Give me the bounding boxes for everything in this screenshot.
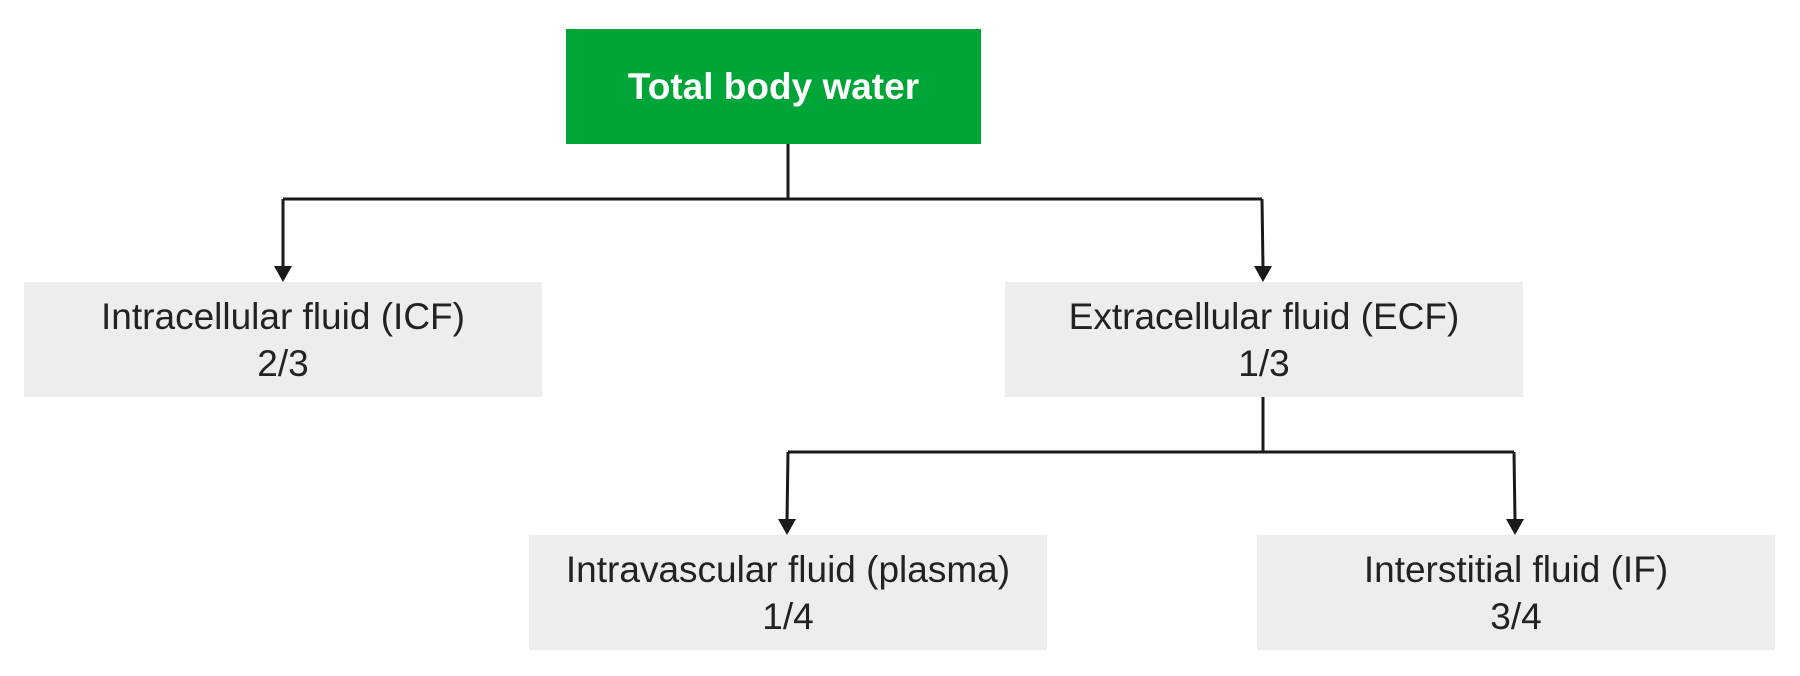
node-intracellular-fluid-fraction: 2/3 [257, 342, 309, 384]
arrowhead-ecf [1254, 266, 1272, 282]
node-extracellular-fluid: Extracellular fluid (ECF) 1/3 [1005, 282, 1523, 397]
arrowhead-icf [274, 266, 292, 282]
node-intravascular-fluid: Intravascular fluid (plasma) 1/4 [529, 535, 1047, 650]
node-intravascular-fluid-fraction: 1/4 [762, 595, 814, 637]
node-intracellular-fluid-label: Intracellular fluid (ICF) [101, 295, 465, 337]
node-intravascular-fluid-label: Intravascular fluid (plasma) [565, 548, 1011, 590]
node-intracellular-fluid: Intracellular fluid (ICF) 2/3 [24, 282, 542, 397]
connector-to-if [1512, 451, 1517, 522]
node-interstitial-fluid: Interstitial fluid (IF) 3/4 [1257, 535, 1775, 650]
connector-to-plasma [785, 451, 790, 522]
arrowhead-plasma [778, 519, 796, 535]
node-extracellular-fluid-fraction: 1/3 [1238, 342, 1290, 384]
arrowhead-if [1506, 519, 1524, 535]
node-interstitial-fluid-fraction: 3/4 [1490, 595, 1542, 637]
node-total-body-water-label: Total body water [627, 65, 920, 107]
node-interstitial-fluid-label: Interstitial fluid (IF) [1363, 548, 1669, 590]
connector-to-ecf [1260, 198, 1265, 269]
node-extracellular-fluid-label: Extracellular fluid (ECF) [1068, 295, 1460, 337]
node-total-body-water: Total body water [566, 29, 981, 144]
